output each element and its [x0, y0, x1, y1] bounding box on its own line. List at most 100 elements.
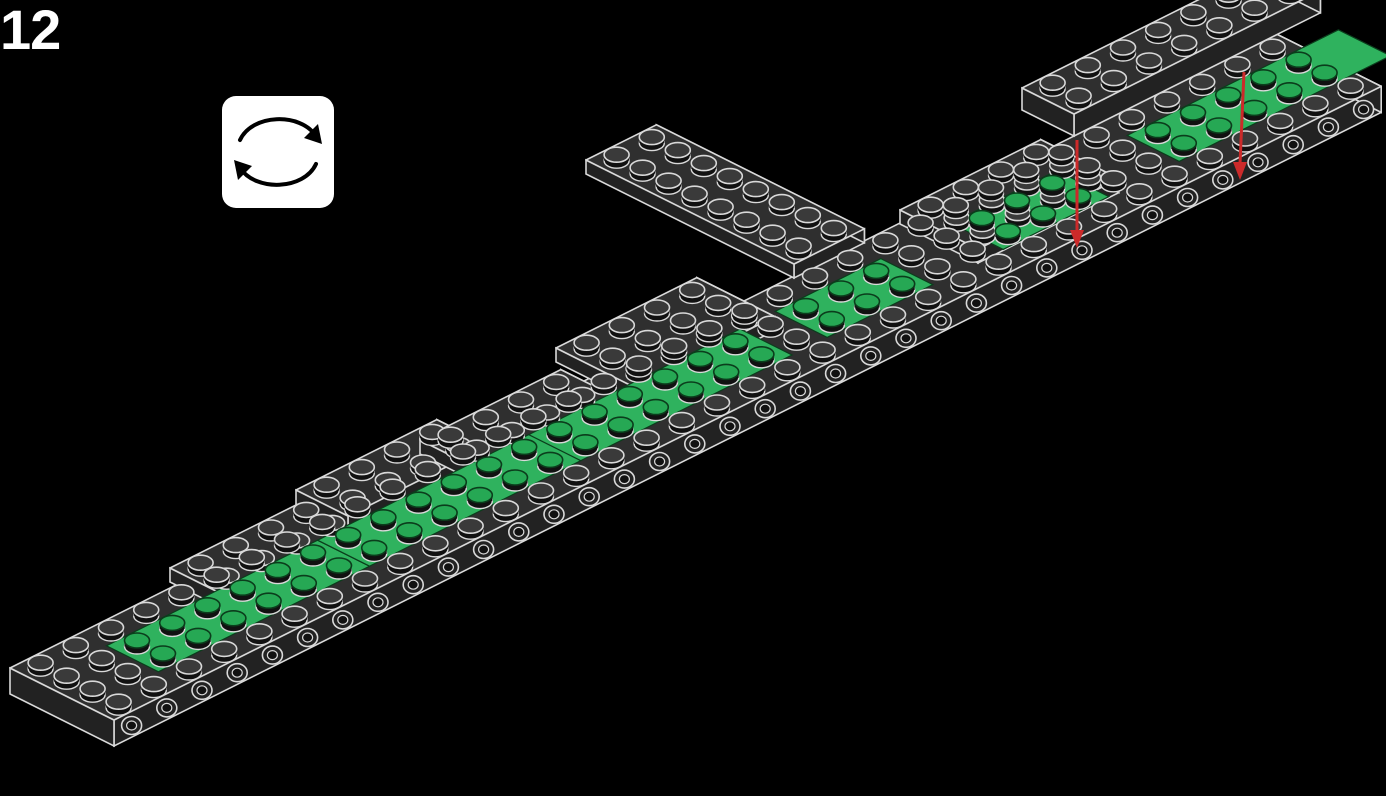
stud [564, 465, 589, 486]
stud [630, 160, 655, 181]
stud-top [1040, 75, 1065, 90]
stud [1207, 118, 1232, 139]
stud-top [645, 300, 670, 315]
stud-top [28, 655, 53, 670]
stud-top [1066, 88, 1091, 103]
stud-top [564, 465, 589, 480]
stud [635, 331, 660, 352]
stud [732, 303, 757, 324]
stud [795, 208, 820, 229]
stud [740, 377, 765, 398]
stud [186, 628, 211, 649]
stud [582, 404, 607, 425]
stud-top [275, 532, 300, 547]
stud [467, 488, 492, 509]
stud [1075, 158, 1100, 179]
stud-top [63, 638, 88, 653]
technic-hole [333, 611, 353, 629]
stud-top [662, 338, 687, 353]
stud [951, 272, 976, 293]
stud [645, 300, 670, 321]
technic-hole [1107, 224, 1127, 242]
stud-top [141, 677, 166, 692]
stud [212, 641, 237, 662]
stud-top [432, 505, 457, 520]
hole-center [267, 651, 277, 660]
technic-hole [1178, 189, 1198, 207]
stud-top [680, 282, 705, 297]
stud [80, 681, 105, 702]
stud-top [717, 169, 742, 184]
stud [574, 335, 599, 356]
stud-top [406, 492, 431, 507]
stud [1155, 92, 1180, 113]
stud-top [1111, 40, 1136, 55]
stud [1021, 237, 1046, 258]
stud-top [349, 460, 374, 475]
stud [656, 173, 681, 194]
stud-top [899, 246, 924, 261]
stud [291, 576, 316, 597]
stud-top [656, 173, 681, 188]
stud [960, 241, 985, 262]
hole-center [725, 422, 735, 431]
stud [458, 518, 483, 539]
stud [665, 143, 690, 164]
stud [1286, 52, 1311, 73]
stud [1251, 70, 1276, 91]
stud [1040, 75, 1065, 96]
hole-center [127, 721, 137, 730]
hole-center [655, 457, 665, 466]
stud-top [125, 633, 150, 648]
stud-top [1216, 87, 1241, 102]
stud [734, 212, 759, 233]
stud [1092, 201, 1117, 222]
stud [397, 523, 422, 544]
stud-top [845, 325, 870, 340]
stud-top [538, 452, 563, 467]
stud [160, 615, 185, 636]
technic-hole [579, 488, 599, 506]
stud-top [890, 276, 915, 291]
stud-top [934, 228, 959, 243]
stud [838, 250, 863, 271]
hole-center [1323, 123, 1333, 132]
stud [1277, 83, 1302, 104]
stud-top [634, 430, 659, 445]
stud [803, 268, 828, 289]
hole-center [795, 387, 805, 396]
stud-top [385, 442, 410, 457]
stud-top [362, 540, 387, 555]
stud-top [1233, 131, 1258, 146]
stud-top [1277, 83, 1302, 98]
stud [503, 470, 528, 491]
stud-top [653, 369, 678, 384]
hole-center [1359, 105, 1369, 114]
hole-center [197, 686, 207, 695]
technic-hole [157, 699, 177, 717]
stud-top [760, 225, 785, 240]
stud-top [397, 523, 422, 538]
stud-top [599, 448, 624, 463]
stud-top [1181, 5, 1206, 20]
stud-top [573, 435, 598, 450]
stud-top [810, 342, 835, 357]
stud [327, 558, 352, 579]
stud [819, 312, 844, 333]
stud [845, 325, 870, 346]
stud [115, 664, 140, 685]
stud [617, 387, 642, 408]
stud-top [388, 553, 413, 568]
stud [821, 221, 846, 242]
technic-hole [685, 435, 705, 453]
stud-top [1242, 0, 1267, 15]
stud [521, 409, 546, 430]
stud [1197, 149, 1222, 170]
stud-top [1101, 171, 1126, 186]
stud-top [451, 444, 476, 459]
stud-top [1171, 136, 1196, 151]
stud [810, 342, 835, 363]
stud-top [477, 457, 502, 472]
stud-top [1338, 78, 1363, 93]
stud-top [177, 659, 202, 674]
